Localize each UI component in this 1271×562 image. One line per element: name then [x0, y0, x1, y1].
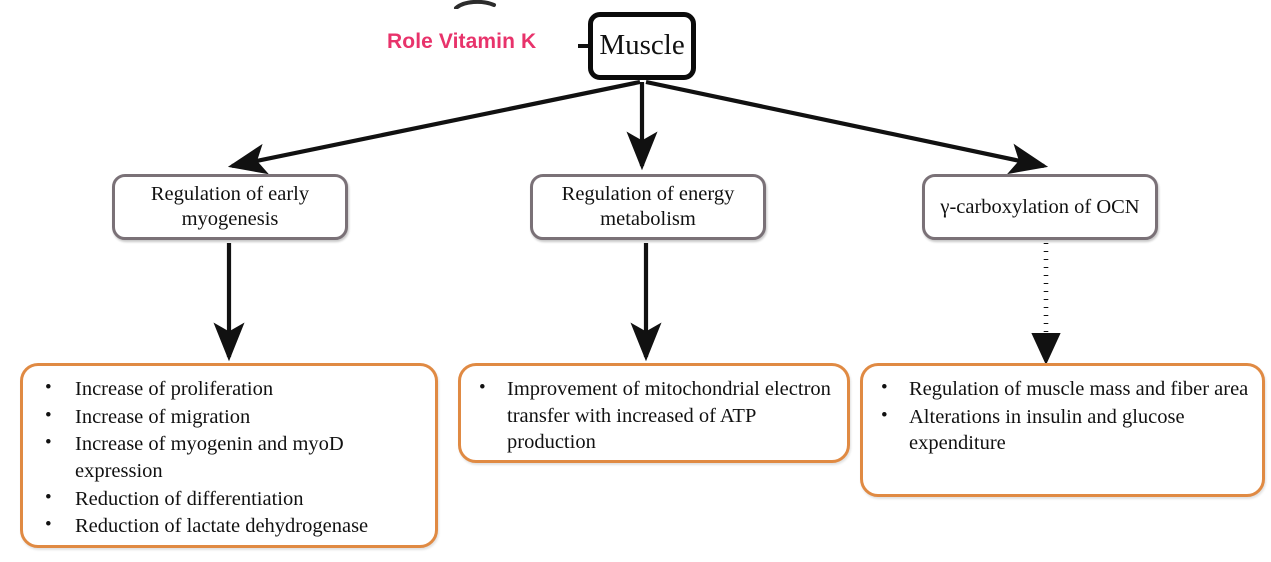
outcomes-energy-metabolism[interactable]: Improvement of mitochondrial electron tr…: [458, 363, 850, 463]
node-muscle-label: Muscle: [599, 29, 685, 62]
arrow-root-to-gamma-carboxylation: [645, 79, 1049, 175]
outcome-list-gamma-carboxylation-ocn: Regulation of muscle mass and fiber area…: [869, 375, 1254, 457]
arrow-root-to-early-myogenesis: [227, 79, 641, 175]
list-item: Reduction of differentiation: [29, 485, 427, 513]
list-item: Increase of myogenin and myoD expression: [29, 430, 427, 484]
outcome-list-early-myogenesis: Increase of proliferation Increase of mi…: [29, 375, 427, 540]
node-muscle[interactable]: Muscle: [588, 12, 696, 80]
list-item: Increase of proliferation: [29, 375, 427, 403]
node-gamma-carboxylation-ocn-label: γ-carboxylation of OCN: [940, 195, 1140, 218]
node-early-myogenesis[interactable]: Regulation of early myogenesis: [112, 174, 348, 240]
outcomes-early-myogenesis[interactable]: Increase of proliferation Increase of mi…: [20, 363, 438, 548]
role-vitamin-k-caption: Role Vitamin K: [387, 30, 537, 53]
node-energy-metabolism[interactable]: Regulation of energy metabolism: [530, 174, 766, 240]
outcome-list-energy-metabolism: Improvement of mitochondrial electron tr…: [467, 375, 839, 456]
list-item: Increase of migration: [29, 403, 427, 431]
node-gamma-carboxylation-ocn[interactable]: γ-carboxylation of OCN: [922, 174, 1158, 240]
outcomes-gamma-carboxylation-ocn[interactable]: Regulation of muscle mass and fiber area…: [860, 363, 1265, 497]
list-item: Alterations in insulin and glucose expen…: [869, 403, 1254, 457]
cropped-glyph-top: [454, 0, 496, 9]
list-item: Improvement of mitochondrial electron tr…: [467, 375, 839, 456]
list-item: Reduction of lactate dehydrogenase: [29, 512, 427, 540]
list-item: Regulation of muscle mass and fiber area: [869, 375, 1254, 403]
node-early-myogenesis-label: Regulation of early myogenesis: [150, 183, 310, 230]
node-energy-metabolism-label: Regulation of energy metabolism: [561, 183, 735, 230]
